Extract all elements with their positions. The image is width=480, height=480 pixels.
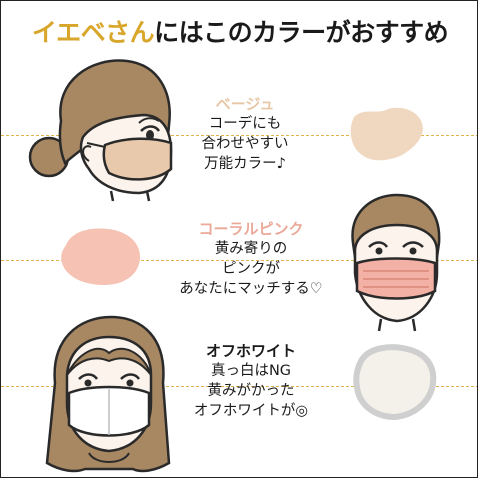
beige-line-2: 合わせやすい <box>201 136 289 152</box>
off-white-line-1: 真っ白はNG <box>210 363 292 379</box>
coral-pink-text-block: コーラルピンク 黄み寄りの ピンクが あなたにマッチする♡ <box>151 219 351 299</box>
beige-line-1: コーデにも <box>208 116 282 132</box>
beige-heading: ベージュ <box>215 95 275 113</box>
coral-pink-line-2: ピンクが <box>222 261 280 277</box>
off-white-heading: オフホワイト <box>205 342 296 360</box>
off-white-line-3: オフホワイトが◎ <box>193 403 309 419</box>
title-accent: イエベさん <box>31 18 155 47</box>
dashed-guide-offwhite <box>1 386 477 387</box>
title-rest: にはこのカラーがおすすめ <box>154 18 449 47</box>
coral-pink-line-3: あなたにマッチする♡ <box>179 281 323 297</box>
woman-long-hair-white-mask-illustration <box>45 315 171 473</box>
beige-text-block: ベージュ コーデにも 合わせやすい 万能カラー♪ <box>181 94 309 174</box>
off-white-color-swatch <box>353 344 437 420</box>
beige-color-swatch <box>350 107 423 161</box>
dashed-guide-beige <box>1 135 477 136</box>
dashed-guide-coral <box>1 260 477 261</box>
off-white-line-2: 黄みがかった <box>207 383 295 399</box>
page-title: イエベさんにはこのカラーがおすすめ <box>1 13 477 49</box>
coral-pink-heading: コーラルピンク <box>198 220 304 238</box>
beige-line-3: 万能カラー♪ <box>204 156 286 172</box>
man-coral-mask-illustration <box>351 193 441 332</box>
off-white-text-block: オフホワイト 真っ白はNG 黄みがかった オフホワイトが◎ <box>181 341 321 421</box>
coral-pink-color-swatch <box>61 228 140 285</box>
coral-pink-line-1: 黄み寄りの <box>214 241 288 257</box>
woman-bun-beige-mask-illustration <box>28 59 173 202</box>
